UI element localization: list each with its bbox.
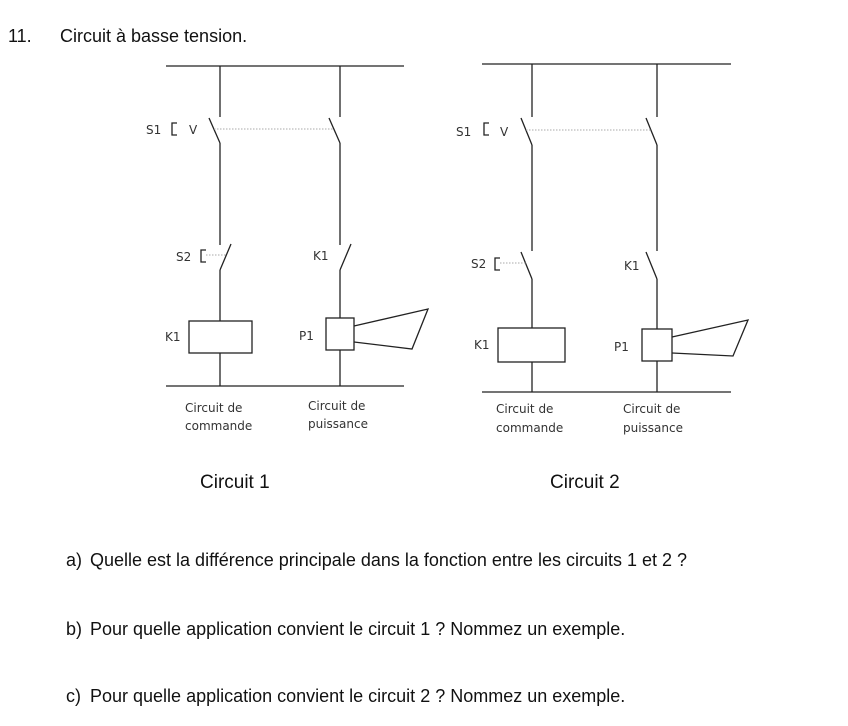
- question-number: 11.: [8, 26, 32, 46]
- circuit-1-control-label-2: commande: [185, 419, 252, 433]
- subquestion-c: c) Pour quelle application convient le ci…: [66, 686, 625, 707]
- circuit-2-k1-contact: [645, 251, 658, 280]
- circuit-2-k1-coil-label: K1: [474, 338, 490, 352]
- circuit-1-k1-contact-label: K1: [313, 249, 329, 263]
- circuit-1-k1-coil-label: K1: [165, 330, 181, 344]
- circuit-2-power-label: Circuit de: [623, 402, 680, 416]
- circuit-2-s1-actuator-glyph: V: [500, 125, 509, 139]
- subquestion-b: b) Pour quelle application convient le ci…: [66, 619, 625, 640]
- circuit-2-diagram: [482, 63, 750, 393]
- circuit-2-caption: Circuit 2: [550, 472, 620, 493]
- circuit-2-k1-coil: [497, 327, 566, 363]
- circuit-2-p1-horn: [641, 328, 673, 362]
- circuit-2-power-label-2: puissance: [623, 421, 683, 435]
- circuit-1-s1-second-contact: [328, 117, 341, 144]
- circuit-1-power-label-2: puissance: [308, 417, 368, 431]
- circuit-1-caption: Circuit 1: [200, 472, 270, 493]
- circuit-1-k1-contact: [339, 243, 352, 271]
- circuit-1-s1-actuator-glyph: V: [189, 123, 198, 137]
- circuit-2-s1-second-contact: [645, 117, 658, 146]
- circuit-1-s1-label: S1: [146, 123, 161, 137]
- subquestion-a: a) Quelle est la différence principale da…: [66, 550, 687, 571]
- circuit-diagrams: S1 V S2 K1 K1 P1 Circuit de commande Cir…: [146, 63, 750, 435]
- circuit-1-s1-switch: [208, 117, 221, 144]
- circuit-2-s1-switch: [520, 117, 533, 146]
- subquestion-a-label: a): [66, 550, 83, 570]
- subquestion-c-label: c): [66, 686, 81, 706]
- circuit-2-control-label: Circuit de: [496, 402, 553, 416]
- question-title: Circuit à basse tension.: [60, 26, 248, 46]
- circuit-1-p1-label: P1: [299, 329, 314, 343]
- circuit-1-diagram: [166, 65, 430, 387]
- subquestion-c-text: Pour quelle application convient le circ…: [90, 686, 626, 706]
- subquestion-b-label: b): [66, 619, 83, 639]
- circuit-2-s2-label: S2: [471, 257, 486, 271]
- subquestion-b-text: Pour quelle application convient le circ…: [90, 619, 626, 639]
- circuit-1-power-label: Circuit de: [308, 399, 365, 413]
- circuit-1-s2-label: S2: [176, 250, 191, 264]
- circuit-2-control-label-2: commande: [496, 421, 563, 435]
- circuit-1-control-label: Circuit de: [185, 401, 242, 415]
- subquestion-a-text: Quelle est la différence principale dans…: [90, 550, 688, 570]
- circuit-1-k1-coil: [188, 320, 253, 354]
- circuit-2-s1-label: S1: [456, 125, 471, 139]
- circuit-2-p1-label: P1: [614, 340, 629, 354]
- circuit-2-s2-switch: [520, 251, 533, 280]
- circuit-1-p1-horn: [325, 317, 355, 351]
- circuit-1-s2-switch: [219, 243, 232, 271]
- circuit-2-k1-contact-label: K1: [624, 259, 640, 273]
